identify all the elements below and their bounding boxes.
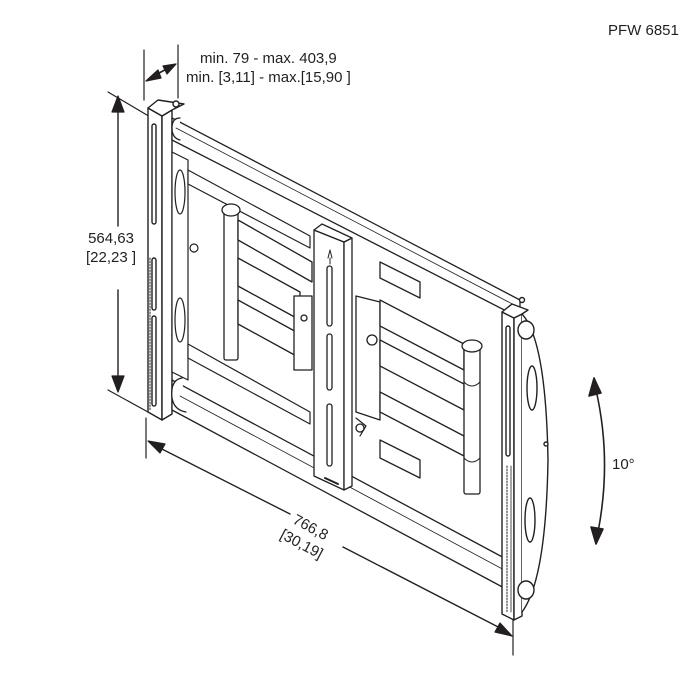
tilt-indicator <box>588 377 606 545</box>
height-label: 564,63 [22,23 ] <box>86 229 136 267</box>
arrow-head-icon <box>162 63 177 75</box>
right-arm <box>355 261 483 495</box>
height-dimension <box>107 91 153 413</box>
left-bracket <box>171 151 311 425</box>
depth-metric: min. 79 - max. 403,9 <box>200 50 337 67</box>
depth-imperial: min. [3,11] - max.[15,90 ] <box>186 69 351 86</box>
height-metric: 564,63 <box>88 230 134 247</box>
tilt-label: 10° <box>612 456 635 473</box>
arrow-down-icon <box>590 526 604 545</box>
height-imperial: [22,23 ] <box>86 249 137 266</box>
arrow-head-icon <box>145 69 162 82</box>
arrow-down-icon <box>111 375 125 393</box>
arrow-head-icon <box>147 440 166 454</box>
center-vertical-bracket <box>313 223 353 491</box>
arrow-head-icon <box>494 622 513 637</box>
depth-label: min. 79 - max. 403,9 min. [3,11] - max.[… <box>186 49 351 87</box>
depth-dimension <box>143 44 179 101</box>
arrow-up-icon <box>111 95 125 113</box>
left-arm <box>221 203 313 371</box>
arrow-up-icon <box>588 377 602 397</box>
width-dimension <box>145 417 514 656</box>
left-wall-rail <box>147 99 185 421</box>
right-wall-rail <box>501 296 549 621</box>
model-number: PFW 6851 <box>608 22 679 39</box>
